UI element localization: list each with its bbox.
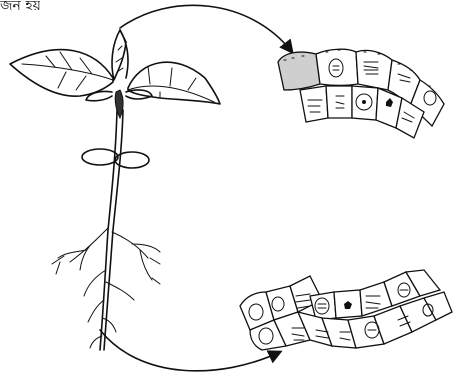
cotyledon-left	[82, 149, 118, 165]
cell	[326, 86, 352, 118]
root-system	[58, 228, 108, 270]
cell	[300, 86, 328, 122]
cell	[278, 52, 320, 90]
plant-drawing	[10, 30, 220, 350]
arrow-to-shoot-cells	[120, 5, 292, 52]
left-leaf	[10, 50, 113, 97]
shoot-meristem-cells	[278, 49, 444, 138]
cell	[316, 49, 358, 85]
right-leaf	[128, 62, 220, 104]
plant-stem	[100, 110, 117, 350]
root-meristem-cells	[240, 270, 452, 350]
